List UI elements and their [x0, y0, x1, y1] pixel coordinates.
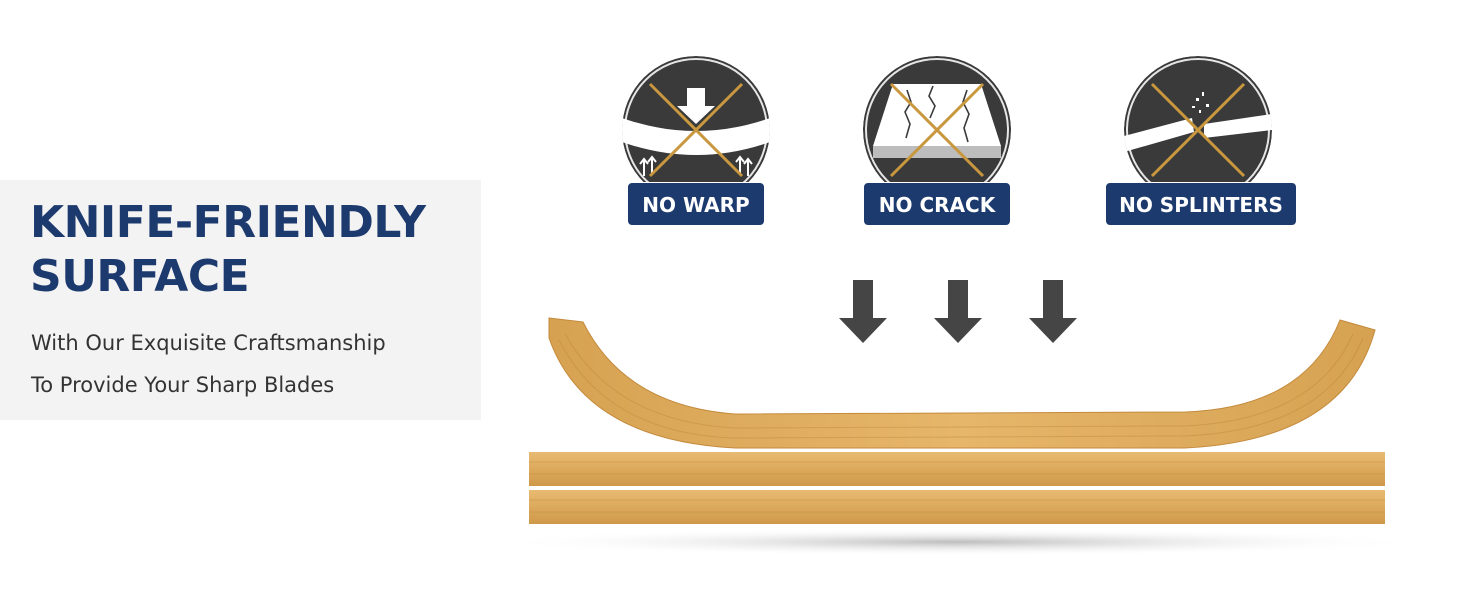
headline: KNIFE-FRIENDLY SURFACE [30, 196, 426, 304]
badge-label-no-crack: NO CRACK [863, 182, 1011, 226]
warped-board [548, 317, 1376, 449]
badge-label-no-warp: NO WARP [627, 182, 765, 226]
down-arrow-icon [1029, 280, 1077, 343]
badge-label-no-splinters: NO SPLINTERS [1105, 182, 1297, 226]
headline-line-1: KNIFE-FRIENDLY [30, 197, 426, 248]
bamboo-boards-illustration [487, 317, 1427, 556]
text-panel: KNIFE-FRIENDLY SURFACE With Our Exquisit… [0, 180, 481, 420]
splinters-icon [1124, 56, 1272, 204]
subtext: With Our Exquisite Craftsmanship To Prov… [31, 322, 386, 406]
down-arrow-icon [839, 280, 887, 343]
subtext-line-1: With Our Exquisite Craftsmanship [31, 331, 386, 355]
flat-board-top [529, 452, 1385, 486]
warp-icon [622, 56, 770, 204]
subtext-line-2: To Provide Your Sharp Blades [31, 373, 335, 397]
flat-board-bottom [529, 490, 1385, 524]
headline-line-2: SURFACE [30, 251, 250, 302]
crack-icon [863, 56, 1011, 204]
down-arrow-icon [934, 280, 982, 343]
